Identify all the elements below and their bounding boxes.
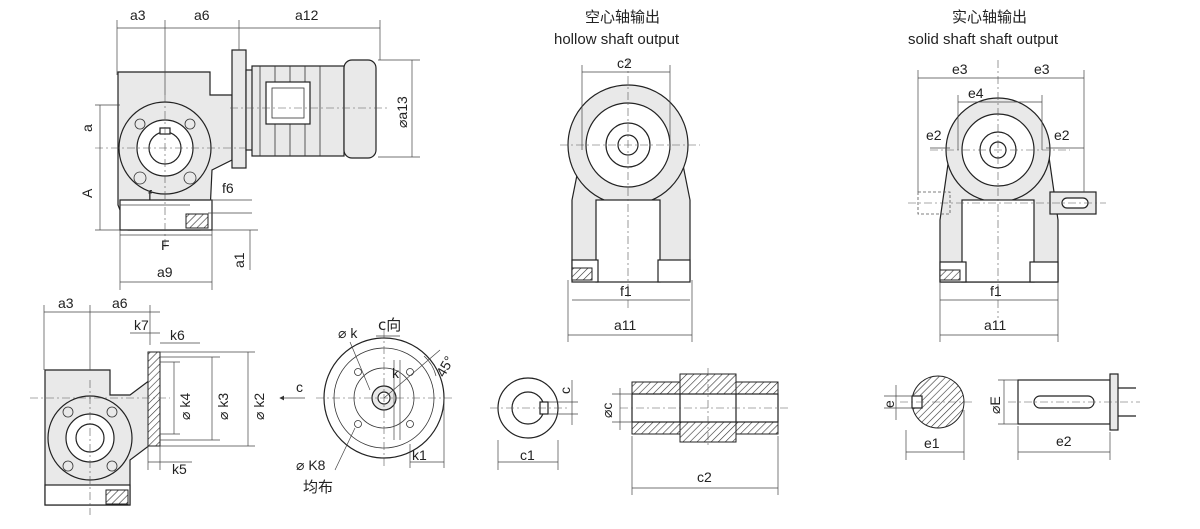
solid-title-en: solid shaft shaft output — [908, 31, 1059, 48]
label-b-a3: a3 — [58, 295, 74, 311]
flange-side-view — [30, 305, 305, 515]
label-c-small: c — [557, 387, 573, 394]
label-c1: c1 — [520, 447, 535, 463]
label-f1: f1 — [620, 283, 632, 299]
hollow-shaft-detail — [490, 368, 790, 495]
label-a11: a11 — [614, 317, 637, 333]
label-phic: ⌀c — [599, 403, 615, 418]
label-a3: a3 — [130, 7, 146, 23]
label-e1: e1 — [924, 435, 940, 451]
label-A: A — [79, 188, 95, 198]
label-k1: k1 — [412, 447, 427, 463]
label-c-direction: c向 — [378, 316, 401, 334]
label-k6: k6 — [170, 327, 185, 343]
label-c2-top: c2 — [617, 55, 632, 71]
label-uniform: 均布 — [303, 478, 333, 496]
label-K8: ⌀ K8 — [296, 457, 326, 473]
label-a6: a6 — [194, 7, 210, 23]
side-view-gearbox-motor — [95, 20, 420, 290]
hollow-shaft-front-view — [560, 60, 700, 342]
label-a: a — [79, 124, 95, 132]
label-a9: a9 — [157, 264, 173, 280]
label-phi-k: ⌀ k — [338, 325, 358, 341]
label-k3: ⌀ k3 — [215, 393, 231, 420]
label-f6: f6 — [222, 180, 234, 196]
hollow-title-en: hollow shaft output — [554, 31, 680, 48]
label-e2-left: e2 — [926, 127, 942, 143]
label-a11-right: a11 — [984, 317, 1007, 333]
solid-title-cn: 实心轴输出 — [952, 8, 1027, 26]
label-f1-right: f1 — [990, 283, 1002, 299]
flange-front-view — [316, 330, 452, 471]
label-f: f — [148, 187, 152, 203]
label-k: k — [392, 365, 400, 381]
label-e: e — [881, 400, 897, 408]
label-c-arrow: c — [296, 379, 303, 395]
label-a12: a12 — [295, 7, 319, 23]
label-c2-bottom: c2 — [697, 469, 712, 485]
label-phiE: ⌀E — [987, 396, 1003, 414]
label-a13: ⌀a13 — [394, 96, 410, 128]
label-e3-right: e3 — [1034, 61, 1050, 77]
label-a1: a1 — [231, 252, 247, 268]
label-e3-left: e3 — [952, 61, 968, 77]
label-F: F — [161, 237, 170, 253]
label-k5: k5 — [172, 461, 187, 477]
label-b-a6: a6 — [112, 295, 128, 311]
solid-shaft-detail — [884, 373, 1140, 460]
label-k7: k7 — [134, 317, 149, 333]
solid-shaft-front-view — [908, 60, 1106, 342]
label-k2: ⌀ k2 — [251, 393, 267, 420]
label-e2-right: e2 — [1054, 127, 1070, 143]
label-k4: ⌀ k4 — [177, 393, 193, 420]
label-e2-bottom: e2 — [1056, 433, 1072, 449]
label-e4: e4 — [968, 85, 984, 101]
hollow-title-cn: 空心轴输出 — [585, 8, 660, 26]
